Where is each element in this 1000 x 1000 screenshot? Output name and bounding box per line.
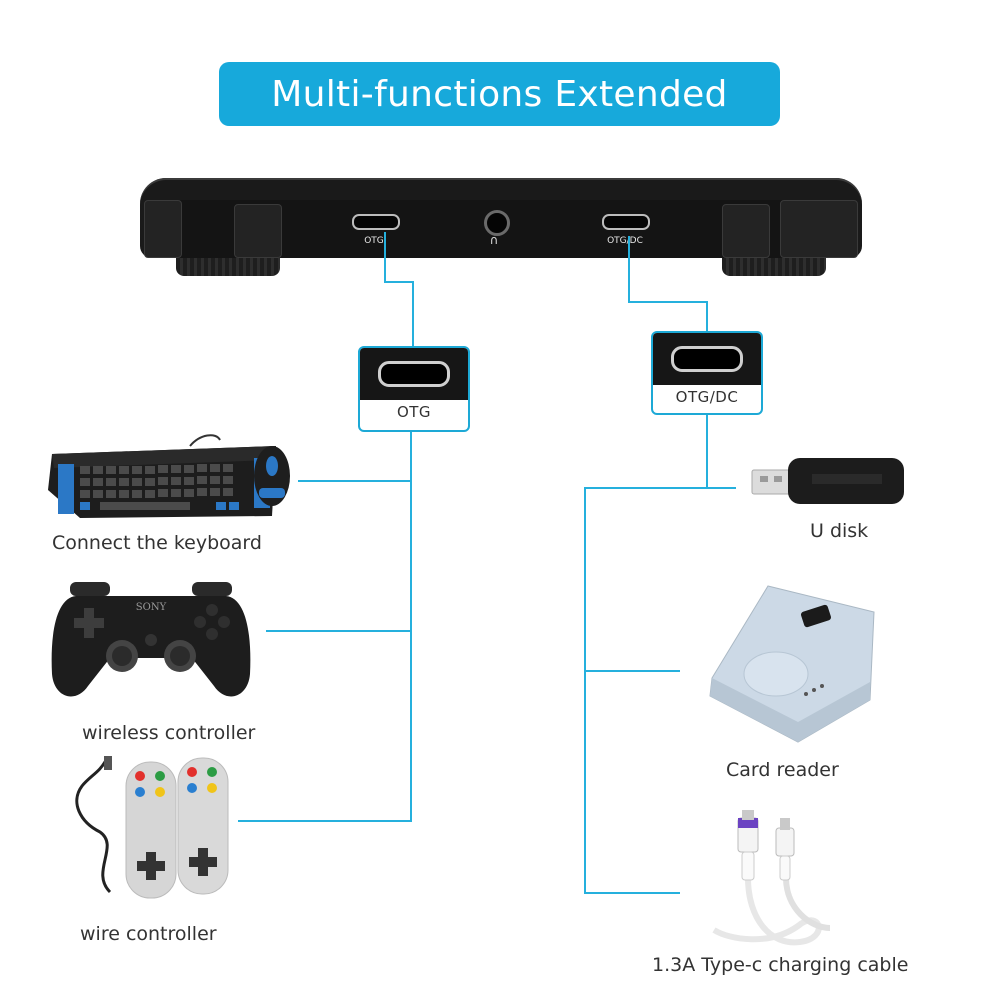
charging-cable-image <box>712 810 831 946</box>
otg-callout-label: OTG <box>396 403 432 421</box>
otg-dc-port-label: OTG/DC <box>607 236 643 246</box>
l1-shoulder-button <box>144 200 182 258</box>
right-grip-foot <box>722 258 826 276</box>
r1-shoulder-button <box>780 200 858 258</box>
otg-dc-callout-label: OTG/DC <box>675 388 739 406</box>
u-disk-label: U disk <box>810 520 869 542</box>
connector-line <box>384 232 386 282</box>
card-reader-image <box>709 585 875 743</box>
otg-port-closeup <box>360 348 468 400</box>
connector-line <box>584 487 736 489</box>
connector-line <box>384 281 414 283</box>
connector-line <box>238 820 412 822</box>
headphone-icon: ∩ <box>489 233 499 247</box>
connector-line <box>412 281 414 347</box>
otg-callout: OTG <box>358 346 470 432</box>
wireless-controller-label: wireless controller <box>82 722 256 744</box>
r2-shoulder-button <box>722 204 770 258</box>
connector-line <box>266 630 412 632</box>
connector-line <box>628 301 708 303</box>
banner-title: Multi-functions Extended <box>271 73 728 115</box>
keyboard-mouse-image <box>48 434 290 518</box>
connector-line <box>298 480 412 482</box>
connector-line <box>584 487 586 893</box>
otg-dc-port-closeup <box>653 333 761 385</box>
connector-line <box>584 670 680 672</box>
u-disk-image <box>751 458 904 504</box>
otg-dc-callout: OTG/DC <box>651 331 763 415</box>
wire-controller-image <box>75 756 229 899</box>
l2-shoulder-button <box>234 204 282 258</box>
title-banner: Multi-functions Extended <box>219 62 780 126</box>
wire-controller-label: wire controller <box>80 923 217 945</box>
wireless-controller-image: SONY <box>51 582 251 697</box>
connector-line <box>584 892 680 894</box>
headphone-jack <box>484 210 510 236</box>
charging-cable-label: 1.3A Type-c charging cable <box>652 954 909 976</box>
otg-usbc-port <box>352 214 400 230</box>
otg-dc-usbc-port <box>602 214 650 230</box>
keyboard-label: Connect the keyboard <box>52 532 262 554</box>
otg-port-label: OTG <box>364 236 384 246</box>
usbc-slot-icon <box>378 361 450 387</box>
connector-line <box>410 430 412 822</box>
connector-line <box>628 236 630 302</box>
connector-line <box>706 412 708 488</box>
card-reader-label: Card reader <box>726 759 839 781</box>
usbc-slot-icon <box>671 346 743 372</box>
connector-line <box>706 301 708 333</box>
left-grip-foot <box>176 258 280 276</box>
controller-brand-text: SONY <box>136 602 167 613</box>
